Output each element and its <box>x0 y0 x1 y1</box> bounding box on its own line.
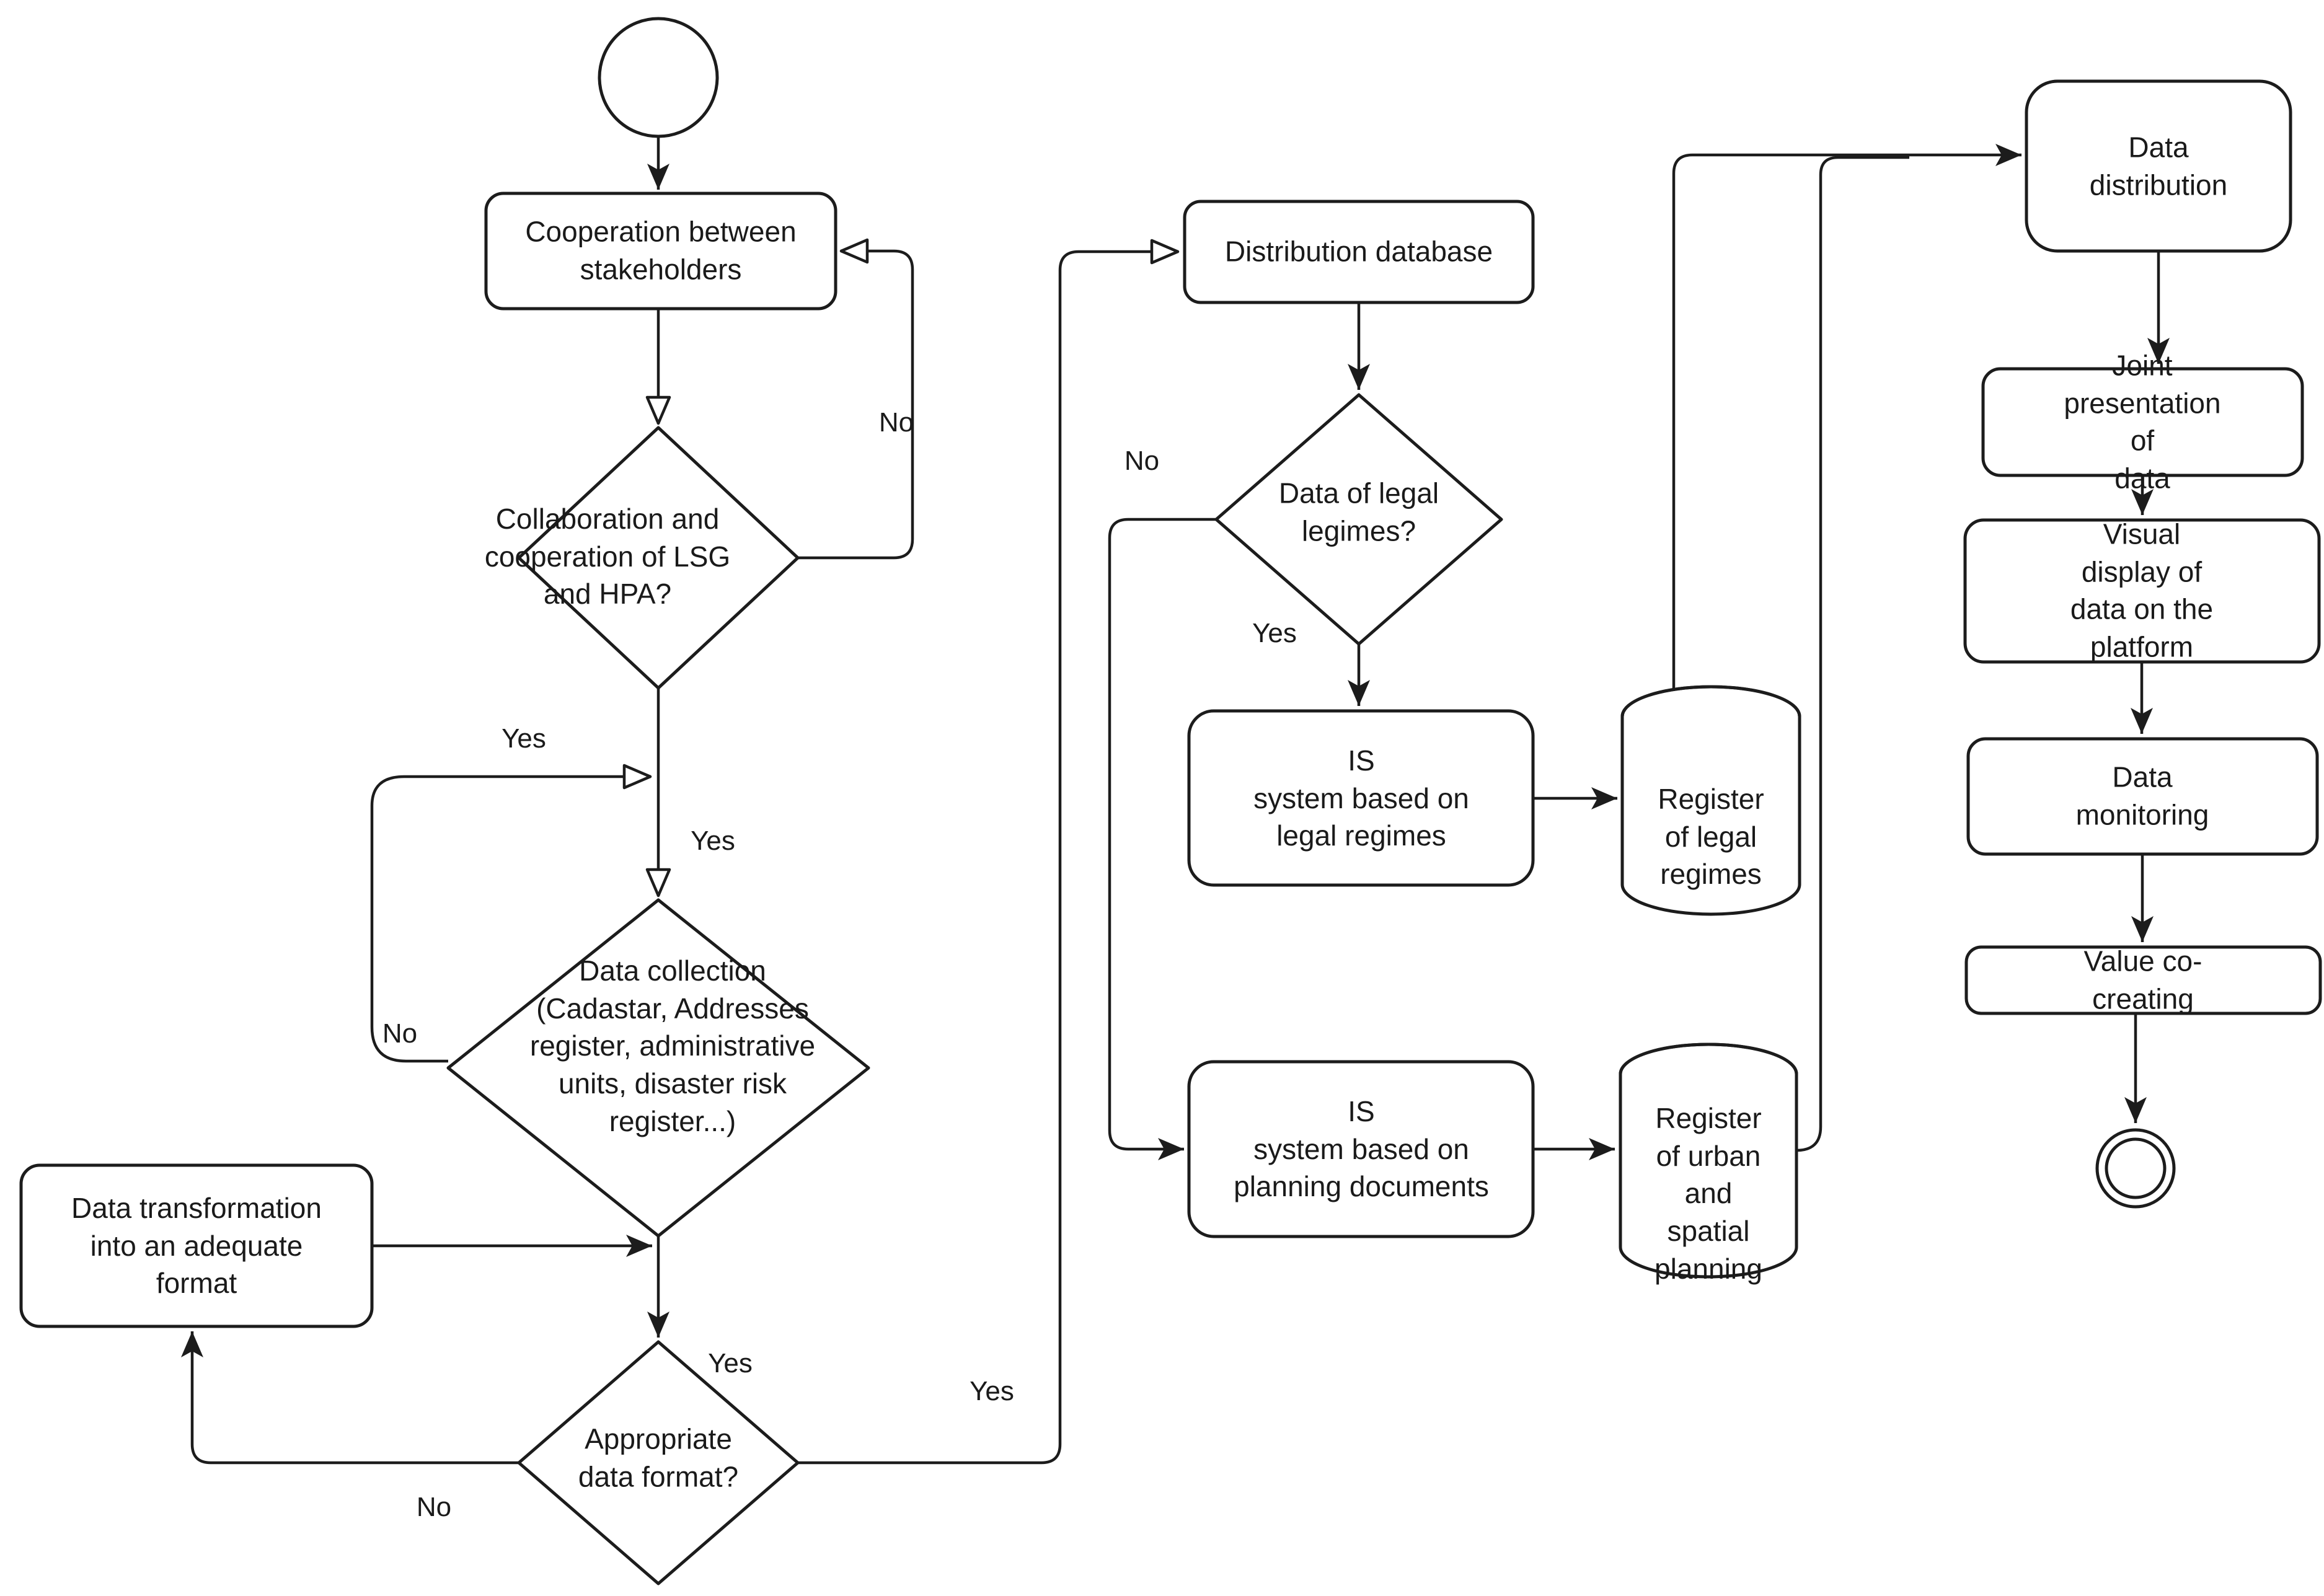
branch-label-no-collaboration: No <box>878 407 914 438</box>
process-distribution-database-shape <box>1183 200 1535 304</box>
edge-format-yes-to-database <box>798 239 1180 1465</box>
process-cooperation-label: Cooperation between stakeholders <box>525 215 797 285</box>
process-data-distribution-shape <box>2025 79 2292 253</box>
process-is-planning-shape <box>1187 1060 1535 1238</box>
branch-label-yes-legal: Yes <box>1252 618 1297 648</box>
decision-legal-regimes-shape <box>1214 393 1503 646</box>
decision-format-label: Appropriate data format? <box>578 1422 739 1492</box>
branch-label-no-collection: No <box>382 1018 418 1049</box>
decision-format-shape <box>517 1340 800 1585</box>
branch-label-yes-collaboration: Yes <box>691 826 735 856</box>
process-cooperation-shape <box>484 192 837 311</box>
process-joint-presentation-label: Joint presentation of data <box>2064 349 2221 495</box>
branch-label-no-legal: No <box>1124 446 1160 476</box>
decision-collaboration-shape <box>517 426 800 690</box>
branch-label-no-format: No <box>416 1492 452 1522</box>
process-data-transformation-label: Data transformation into an adequate for… <box>71 1191 322 1300</box>
process-data-monitoring-label: Data monitoring <box>2075 761 2209 831</box>
process-is-legal-shape <box>1187 709 1535 887</box>
edge-register-urban-up <box>1796 156 1909 1152</box>
process-is-planning-label: IS system based on planning documents <box>1234 1095 1489 1203</box>
edge-collection-no-retry-loop <box>370 764 652 1063</box>
datastore-register-legal-label: Register of legal regimes <box>1658 782 1764 891</box>
edge-registers-to-data-distribution <box>1672 144 2021 700</box>
process-distribution-database-label: Distribution database <box>1224 235 1493 268</box>
decision-collaboration-label: Collaboration and cooperation of LSG and… <box>484 502 731 611</box>
start-node-shape <box>598 17 719 138</box>
edge-format-no-to-transformation <box>181 1331 519 1465</box>
process-data-transformation-shape <box>19 1163 374 1328</box>
edge-collaboration-no-loop <box>798 238 914 560</box>
decision-legal-regimes-label: Data of legal legimes? <box>1278 477 1439 547</box>
decision-data-collection-shape <box>446 898 870 1238</box>
datastore-register-urban-top-rim <box>1619 1043 1798 1075</box>
process-is-legal-label: IS system based on legal regimes <box>1253 744 1469 852</box>
process-visual-display-label: Visual display of data on the platform <box>2070 518 2214 663</box>
datastore-register-legal-top-rim <box>1620 685 1801 717</box>
process-data-distribution-label: Data distribution <box>2089 131 2228 201</box>
process-visual-display-shape <box>1963 518 2321 664</box>
datastore-register-urban-label: Register of urban and spatial planning <box>1655 1102 1762 1285</box>
process-joint-presentation-shape <box>1981 367 2304 477</box>
edge-legal-no-to-is-planning <box>1108 518 1216 1160</box>
process-value-cocreating-label: Value co-creating <box>2083 945 2202 1015</box>
branch-label-yes-retry: Yes <box>501 723 546 754</box>
branch-label-yes-to-format: Yes <box>708 1348 753 1378</box>
decision-data-collection-label: Data collection (Cadastar, Addresses reg… <box>529 955 816 1138</box>
process-data-monitoring-shape <box>1966 737 2319 856</box>
end-node-inner-circle <box>2105 1137 2167 1199</box>
branch-label-yes-format: Yes <box>970 1376 1014 1406</box>
process-value-cocreating-shape <box>1964 945 2322 1015</box>
